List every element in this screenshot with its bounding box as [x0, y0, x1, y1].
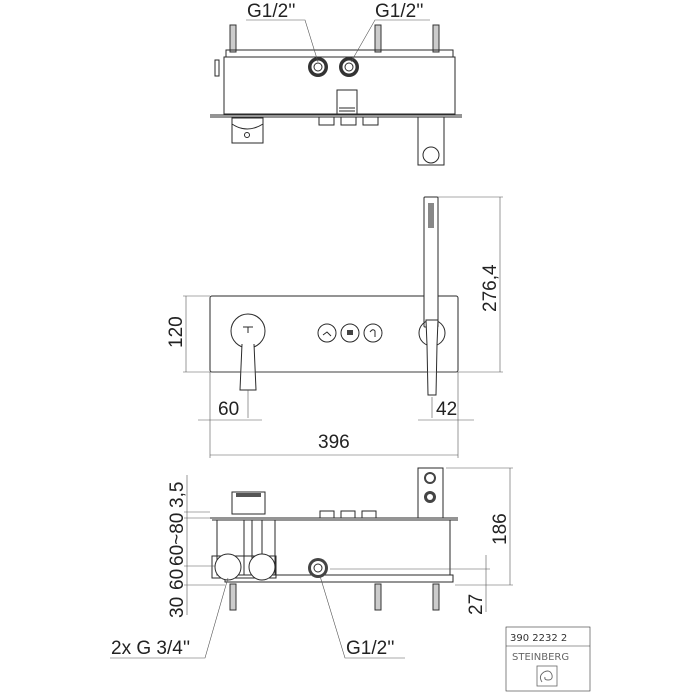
diverter-block: [336, 89, 358, 116]
article-number: 390 2232 2: [510, 633, 567, 644]
button-tub-spout[interactable]: [317, 323, 337, 343]
hand-shower: [418, 196, 446, 396]
dimension-lines-side: [184, 467, 513, 615]
fitting-g12-right: [339, 57, 359, 77]
dim-plate-height: 120: [166, 316, 187, 348]
function-buttons: [317, 323, 383, 343]
mixer-handle: [230, 313, 266, 391]
front-view: 120 276,4 60 42 396: [166, 196, 503, 458]
title-block: 390 2232 2 STEINBERG: [505, 626, 591, 692]
top-view: G1/2'' G1/2'': [210, 1, 462, 166]
dim-right-offset: 42: [436, 399, 457, 420]
dim-width: 396: [318, 432, 350, 453]
box-body: [223, 56, 456, 115]
inlet-g34-right: [248, 553, 276, 581]
mixer-cartridge-block: [231, 491, 266, 515]
wall-screws-top: [229, 24, 440, 53]
dim-left-offset: 60: [218, 399, 239, 420]
label-inlets-g34: 2x G 3/4'': [111, 638, 190, 659]
dim-total-height: 276,4: [480, 264, 501, 312]
label-top-g12-left: G1/2'': [247, 1, 295, 22]
dim-30: 30: [167, 597, 188, 618]
button-stop[interactable]: [340, 323, 360, 343]
wall-screws-bottom: [229, 583, 440, 611]
shower-outlet-column: [417, 116, 445, 166]
dim-3-5: 3,5: [167, 482, 188, 508]
dim-60: 60: [167, 569, 188, 590]
dim-186: 186: [490, 513, 511, 545]
mounting-rail: [225, 49, 454, 58]
fitting-g12-left: [308, 57, 328, 77]
button-hand-shower[interactable]: [363, 323, 383, 343]
dim-27: 27: [466, 594, 487, 615]
dimension-lines-front: [183, 196, 503, 458]
outlet-g12: [308, 558, 328, 578]
dim-60-80: 60~80: [167, 513, 188, 566]
steinberg-logo: [536, 665, 558, 687]
inlet-g34-left: [214, 553, 242, 581]
brand-name: STEINBERG: [512, 652, 569, 663]
label-outlet-g12: G1/2'': [346, 638, 394, 659]
side-view: 3,5 60~80 60 30 186 27 2x G 3/4'' G1/2'': [110, 467, 513, 659]
label-top-g12-right: G1/2'': [375, 1, 423, 22]
